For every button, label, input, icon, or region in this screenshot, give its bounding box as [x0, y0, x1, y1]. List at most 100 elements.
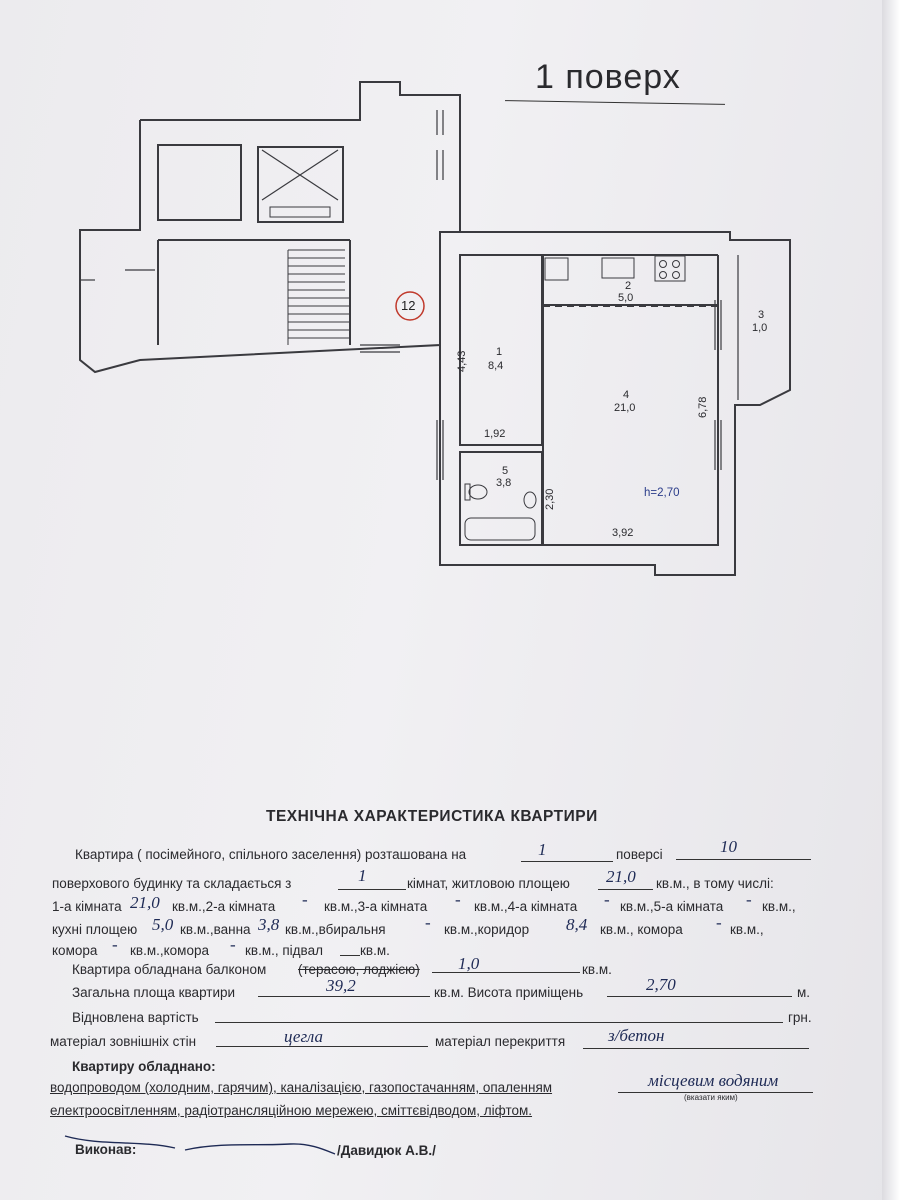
executor-label: Виконав:: [75, 1142, 137, 1157]
room-4-living: [542, 304, 719, 546]
heating-field: [618, 1092, 813, 1093]
total-floors-field: [676, 859, 811, 860]
apartment-number-circle: [395, 291, 425, 321]
line5-text: комора: [52, 943, 98, 958]
line2-text: поверхового будинку та складається з: [52, 876, 292, 891]
walls-value: цегла: [284, 1027, 323, 1046]
dim-6-78: 6,78: [697, 396, 709, 418]
line1-text: Квартира ( посімейного, спільного заселе…: [75, 847, 467, 862]
kitchen-value: 5,0: [152, 915, 174, 934]
apartment-number: 12: [401, 298, 416, 313]
line8-text-b: грн.: [788, 1010, 812, 1025]
elevator-shaft: [257, 146, 344, 223]
height-value: 2,70: [646, 975, 676, 994]
line3-text: 1-а кімната: [52, 899, 122, 914]
rooms-count-value: 1: [358, 866, 367, 885]
floor-plan: [79, 81, 791, 576]
equipment-heading: Квартиру обладнано:: [72, 1059, 216, 1074]
basement-field: [340, 955, 360, 956]
total-area-value: 39,2: [326, 976, 356, 995]
rooms-count-field: [338, 889, 406, 890]
line4-text-d: кв.м.,коридор: [444, 922, 530, 937]
executor-signature: [64, 1135, 336, 1155]
counter-fixture: [601, 257, 635, 279]
line3-text-d: кв.м.,4-а кімната: [474, 899, 578, 914]
room-3-area: 1,0: [752, 322, 768, 334]
floor-field: [521, 861, 613, 862]
room4-value: -: [604, 890, 610, 909]
ceiling-height-label: h=2,70: [644, 487, 680, 499]
line8-text: Відновлена вартість: [72, 1010, 199, 1025]
heating-value: місцевим водяним: [648, 1071, 779, 1090]
stove-fixture: [654, 255, 686, 282]
cost-field: [215, 1022, 783, 1023]
toilet-fixture: [468, 484, 488, 500]
living-area-field: [598, 889, 653, 890]
sink-fixture: [544, 257, 569, 281]
staircase: [287, 249, 350, 345]
line2-text-b: кімнат, житловою площею: [407, 876, 570, 891]
line4-text-c: кв.м.,вбиральня: [285, 922, 386, 937]
ceiling-value: з/бетон: [608, 1026, 665, 1045]
toilet-value: -: [425, 913, 431, 932]
room5-value: -: [746, 890, 752, 909]
line7-text-b: кв.м. Висота приміщень: [434, 985, 584, 1000]
pantry2-value: -: [112, 935, 118, 954]
bathtub-fixture: [464, 517, 536, 541]
room-4-number: 4: [623, 389, 630, 401]
room-5-number: 5: [502, 465, 509, 477]
living-area-value: 21,0: [606, 867, 636, 886]
corridor-value: 8,4: [566, 915, 588, 934]
line4-text: кухні площею: [52, 922, 138, 937]
line4-text-f: кв.м.,: [730, 922, 764, 937]
line6-text: Квартира обладнана балконом: [72, 962, 267, 977]
room-1-area: 8,4: [488, 360, 504, 372]
building-outline: [79, 81, 461, 374]
line3-text-f: кв.м.,: [762, 899, 796, 914]
heating-hint: (вказати яким): [684, 1093, 738, 1102]
dim-1-92: 1,92: [484, 428, 506, 440]
room3-value: -: [455, 890, 461, 909]
total-area-field: [258, 996, 430, 997]
apartment-outline: [439, 231, 791, 576]
room-1-number: 1: [496, 346, 503, 358]
line3-text-c: кв.м.,3-а кімната: [324, 899, 428, 914]
floor-title: 1 поверх: [535, 58, 681, 96]
walls-field: [216, 1046, 428, 1047]
line3-text-b: кв.м.,2-а кімната: [172, 899, 276, 914]
room-4-area: 21,0: [614, 402, 636, 414]
room-2-number: 2: [625, 280, 632, 292]
line4-text-e: кв.м., комора: [600, 922, 683, 937]
line2-text-c: кв.м., в тому числі:: [656, 876, 774, 891]
line9-text-b: матеріал перекриття: [435, 1034, 566, 1049]
equipment-line1: водопроводом (холодним, гарячим), каналі…: [50, 1080, 553, 1095]
dim-4-43: 4,43: [456, 350, 468, 372]
line1-text-b: поверсі: [616, 847, 663, 862]
service-room: [157, 144, 242, 221]
line3-text-e: кв.м.,5-а кімната: [620, 899, 724, 914]
executor-name: /Давидюк А.В./: [337, 1143, 436, 1158]
height-field: [607, 996, 792, 997]
bath-value: 3,8: [258, 915, 280, 934]
room-3-number: 3: [758, 309, 765, 321]
line7-text: Загальна площа квартири: [72, 985, 236, 1000]
line7-text-c: м.: [797, 985, 811, 1000]
room2-value: -: [302, 890, 308, 909]
line4-text-b: кв.м.,ванна: [180, 922, 251, 937]
ceiling-field: [583, 1048, 809, 1049]
line5-text-b: кв.м.,комора: [130, 943, 209, 958]
room-2-area: 5,0: [618, 292, 634, 304]
total-floors-value: 10: [720, 837, 737, 856]
form-heading: ТЕХНІЧНА ХАРАКТЕРИСТИКА КВАРТИРИ: [266, 808, 598, 825]
balcony-value: 1,0: [458, 954, 480, 973]
dim-2-30: 2,30: [544, 488, 556, 510]
line6-struck-text: (терасою, лоджією): [298, 962, 420, 977]
room-5-bathroom: [459, 451, 543, 546]
balcony-field: [432, 972, 580, 973]
line5-text-c: кв.м., підвал: [245, 943, 323, 958]
dim-3-92: 3,92: [612, 527, 634, 539]
pantry1-value: -: [716, 913, 722, 932]
line9-text: матеріал зовнішніх стін: [50, 1034, 197, 1049]
room1-value: 21,0: [130, 893, 160, 912]
